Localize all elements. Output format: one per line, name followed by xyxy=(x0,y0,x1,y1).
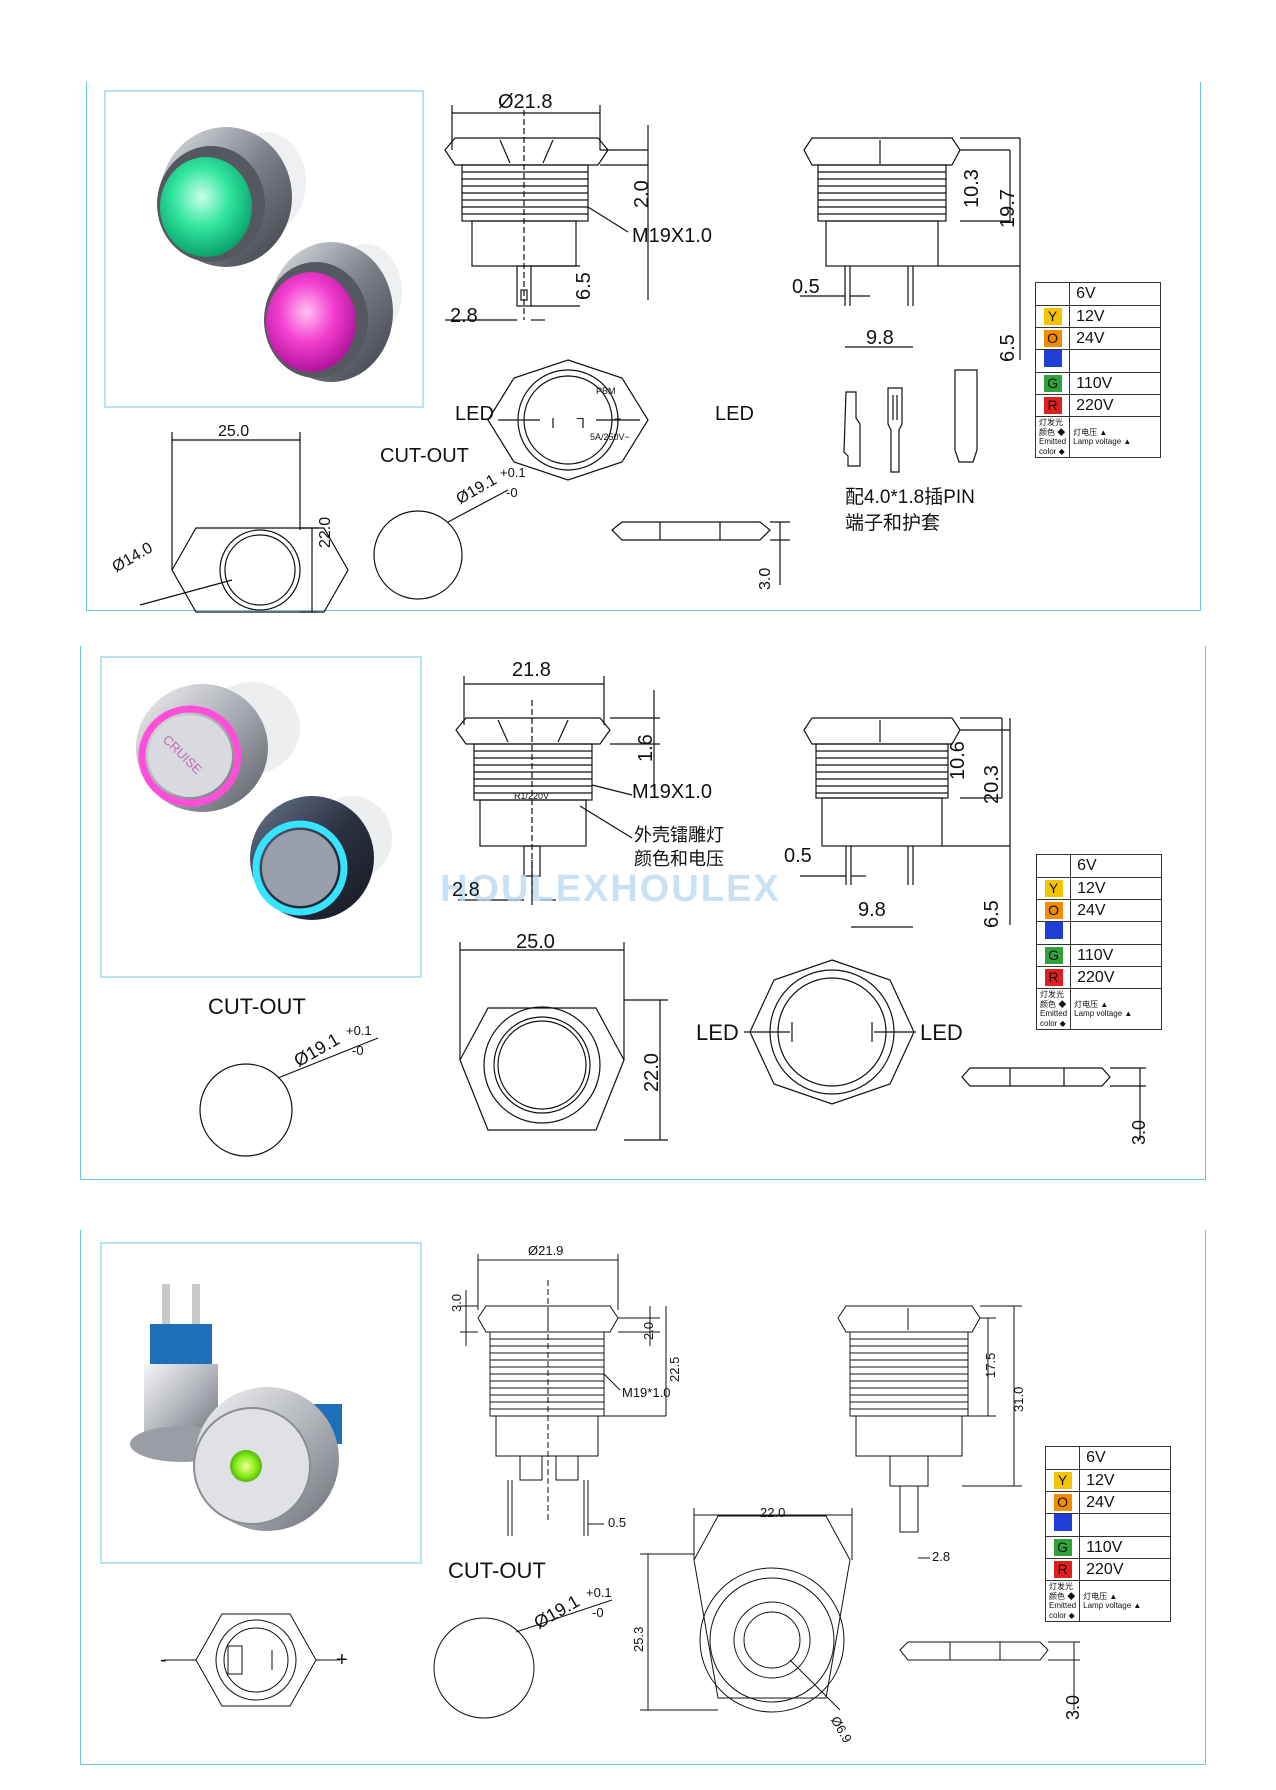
voltage-value xyxy=(1070,921,1162,945)
color-swatch-yellow: Y xyxy=(1053,1471,1072,1489)
p3-hex-width: 22.0 xyxy=(760,1505,786,1520)
voltage-value: 110V xyxy=(1070,944,1162,967)
p3-minus-sign: - xyxy=(160,1649,167,1671)
table-footer-left: 灯发光颜色 ◆Emitted color ◆ xyxy=(1035,987,1072,1031)
voltage-value: 220V xyxy=(1079,1558,1171,1581)
p1-dim-0-5: 0.5 xyxy=(792,276,820,298)
p3-dim-3-0: 3.0 xyxy=(449,1293,464,1312)
p3-tol-plus: +0.1 xyxy=(586,1585,612,1600)
voltage-value: 110V xyxy=(1069,372,1161,395)
ring-led-switch-illustration xyxy=(136,682,392,920)
voltage-value: 220V xyxy=(1069,394,1161,417)
p2-led-left: LED xyxy=(696,1020,739,1045)
p1-thread: M19X1.0 xyxy=(632,225,713,247)
p1-terminal-note-2: 端子和护套 xyxy=(845,513,941,534)
table-footer-left: 灯发光颜色 ◆Emitted color ◆ xyxy=(1034,415,1071,459)
color-swatch-red: R xyxy=(1053,1560,1072,1578)
p2-dim-9-8: 9.8 xyxy=(858,899,886,921)
color-swatch-blue xyxy=(1043,350,1062,367)
p3-nut-thick: 3.0 xyxy=(1063,1694,1083,1720)
p3-dim-0-5: 0.5 xyxy=(608,1515,627,1530)
p3-dim-2-0: 2.0 xyxy=(641,1321,656,1340)
p3-dim-2-8: 2.8 xyxy=(932,1549,951,1564)
p2-thread: M19X1.0 xyxy=(632,781,713,803)
p3-outer-dia: Ø21.9 xyxy=(528,1243,564,1258)
p1-tol-minus: -0 xyxy=(506,485,518,500)
p3-hex-height: 25.3 xyxy=(631,1626,646,1652)
p2-tol-minus: -0 xyxy=(352,1043,364,1058)
p2-tol-plus: +0.1 xyxy=(346,1023,372,1038)
product-photo-ring-led: CRUISE xyxy=(100,656,422,978)
color-swatch-green: G xyxy=(1044,946,1063,964)
color-swatch-orange: O xyxy=(1053,1493,1072,1511)
voltage-value: 12V xyxy=(1079,1469,1171,1492)
flat-head-switch-illustration xyxy=(157,127,402,382)
voltage-value xyxy=(1069,349,1161,373)
voltage-value: 110V xyxy=(1079,1536,1171,1559)
p1-cutout-title: CUT-OUT xyxy=(380,445,469,467)
p1-terminal-note-1: 配4.0*1.8插PIN xyxy=(845,487,975,508)
p1-polarity-minus: − xyxy=(576,411,584,426)
product-photo-flat-head xyxy=(104,90,424,408)
p3-dim-17-5: 17.5 xyxy=(983,1352,998,1378)
p2-shell-note-1: 外壳镭雕灯 xyxy=(634,825,724,845)
table-footer-right: 灯电压 ▲Lamp voltage ▲ xyxy=(1079,1579,1171,1623)
color-swatch-yellow: Y xyxy=(1044,879,1063,897)
dot-led-switch-illustration xyxy=(130,1284,342,1531)
color-swatch-blue xyxy=(1044,922,1063,939)
color-swatch-green: G xyxy=(1043,374,1062,392)
p1-dim-9-8: 9.8 xyxy=(866,327,894,349)
p1-hex-width: 25.0 xyxy=(218,423,250,440)
table-footer-right: 灯电压 ▲Lamp voltage ▲ xyxy=(1070,987,1162,1031)
p2-dim-0-5: 0.5 xyxy=(784,845,812,867)
p3-dim-22-5: 22.5 xyxy=(667,1356,682,1382)
p3-plus-sign: + xyxy=(336,1649,348,1671)
p1-outer-dia: Ø21.8 xyxy=(498,91,553,113)
p1-pin-marking: PBM xyxy=(596,386,616,396)
voltage-table: 6V Y 12V O 24V G 110V R 220V 灯发光颜色 ◆Emitted … xyxy=(1044,1446,1171,1623)
p1-polarity-plus: + xyxy=(614,411,622,426)
color-swatch-orange: O xyxy=(1044,901,1063,919)
p1-led-left: LED xyxy=(455,403,494,425)
voltage-value xyxy=(1079,1513,1171,1537)
p2-hex-width: 25.0 xyxy=(516,931,555,953)
p3-dim-31-0: 31.0 xyxy=(1011,1386,1026,1412)
product-photo-dot-led xyxy=(100,1242,422,1564)
p3-cutout-title: CUT-OUT xyxy=(448,1558,546,1583)
voltage-value: 24V xyxy=(1079,1491,1171,1514)
color-swatch-blue xyxy=(1053,1514,1072,1531)
p3-thread: M19*1.0 xyxy=(622,1385,671,1400)
color-swatch-orange: O xyxy=(1043,329,1062,347)
p3-tol-minus: -0 xyxy=(592,1605,604,1620)
p2-shell-note-2: 颜色和电压 xyxy=(634,849,724,869)
voltage-value: 6V xyxy=(1079,1446,1171,1470)
color-swatch-red: R xyxy=(1043,396,1062,414)
color-swatch-red: R xyxy=(1044,968,1063,986)
table-footer-left: 灯发光颜色 ◆Emitted color ◆ xyxy=(1044,1579,1081,1623)
p1-dim-2-8: 2.8 xyxy=(450,305,478,327)
p1-led-right: LED xyxy=(715,403,754,425)
voltage-value: 12V xyxy=(1070,877,1162,900)
color-swatch xyxy=(1054,1447,1072,1464)
table-footer-right: 灯电压 ▲Lamp voltage ▲ xyxy=(1069,415,1161,459)
p1-rating: 5A/250V~ xyxy=(590,432,630,442)
p2-body-marking: R1/220V xyxy=(514,791,550,801)
p2-led-right: LED xyxy=(920,1020,963,1045)
p1-tol-plus: +0.1 xyxy=(500,465,526,480)
p2-cutout-title: CUT-OUT xyxy=(208,994,306,1019)
p2-outer-dia: 21.8 xyxy=(512,659,551,681)
watermark: HOULEXHOULEX xyxy=(440,868,781,910)
color-swatch-green: G xyxy=(1053,1538,1072,1556)
p2-dim-2-8: 2.8 xyxy=(452,879,480,901)
color-swatch-yellow: Y xyxy=(1043,307,1062,325)
